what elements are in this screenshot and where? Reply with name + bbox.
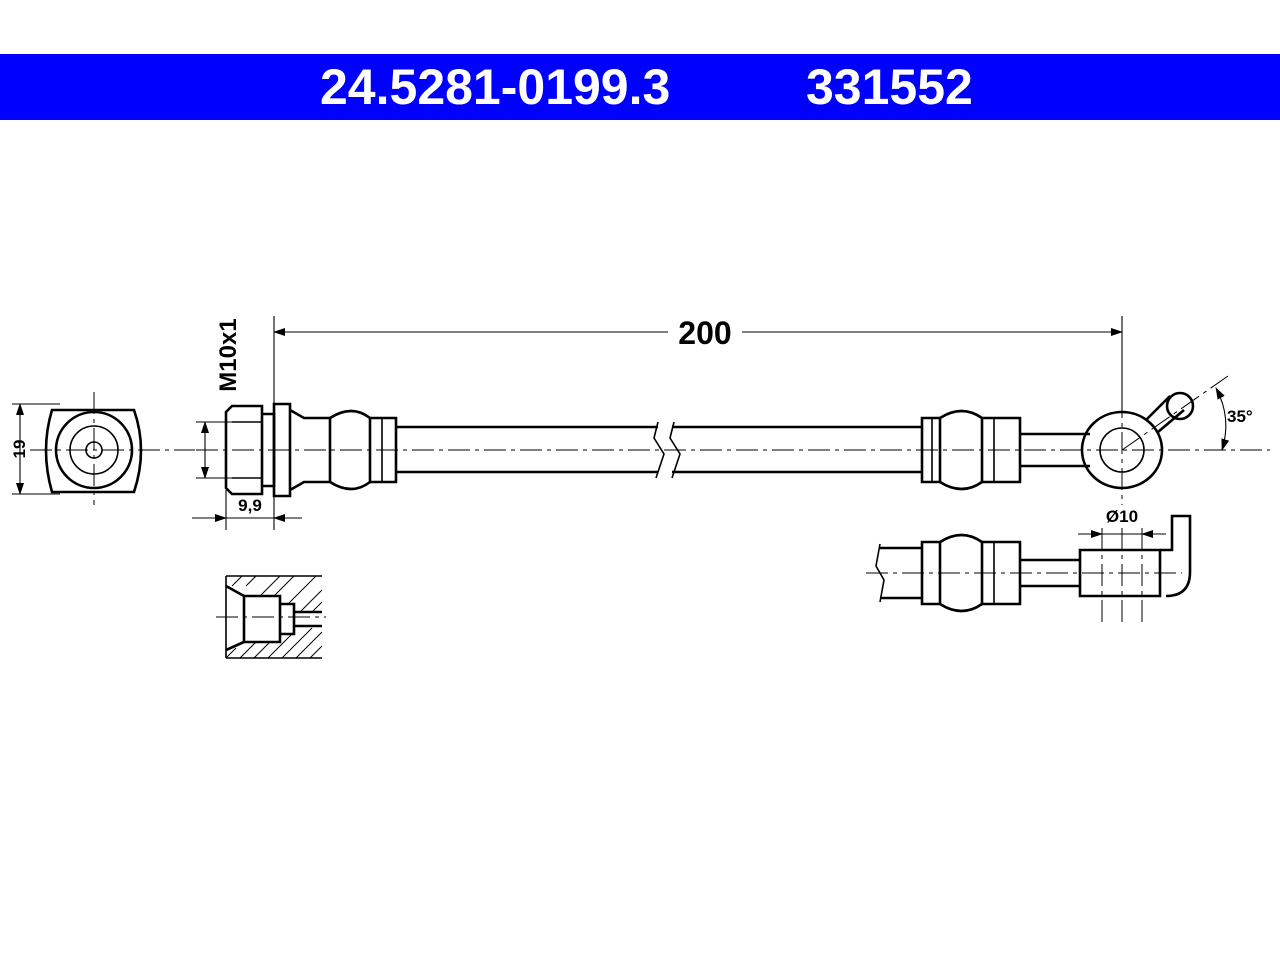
port-section-detail [216,575,326,659]
end-view-fitting: 19 [10,392,195,505]
hose-side-view: 35° [196,375,1270,505]
header-bar: 24.5281-0199.3 331552 [0,54,1280,120]
dim-fitting-width: 9,9 [238,496,262,515]
part-number: 24.5281-0199.3 [320,59,671,115]
dimension-fitting-width: 9,9 [192,490,302,530]
dim-fitting-height: 19 [10,440,29,459]
dim-thread: M10x1 [215,318,242,391]
product-code: 331552 [806,59,973,115]
banjo-end-side-view: Ø10 [866,507,1192,624]
dim-length: 200 [678,315,731,351]
dimension-length: 200 [273,315,1123,410]
dim-eye-diameter: Ø10 [1106,507,1138,526]
dim-angle: 35° [1227,407,1253,426]
dimension-thread: M10x1 [196,318,242,479]
